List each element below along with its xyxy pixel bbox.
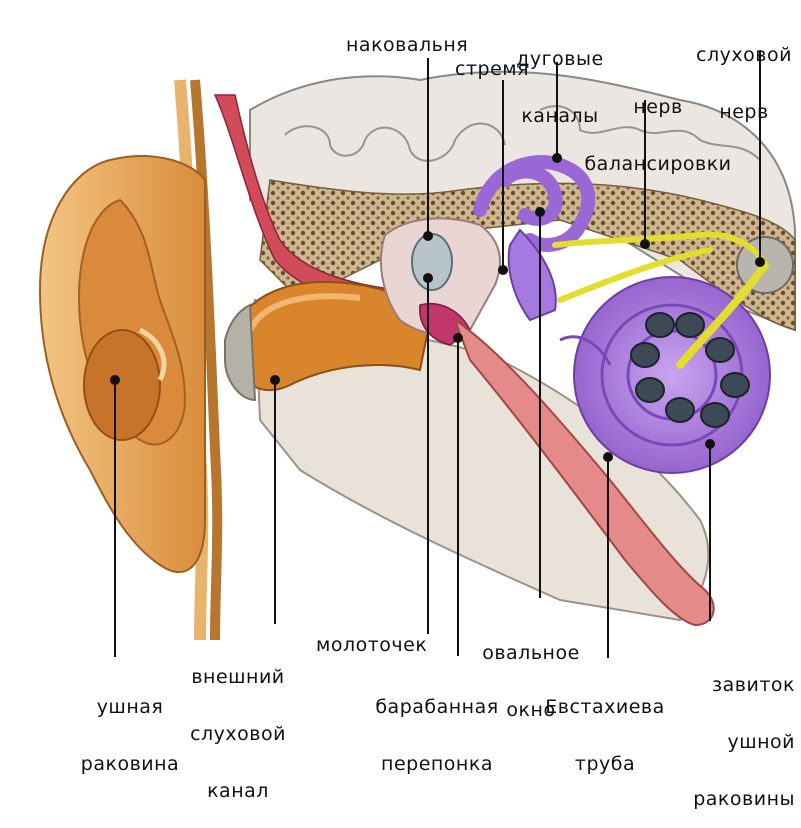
label-semicircular-canals: дуговые каналы xyxy=(500,12,620,145)
label-eardrum-line2: перепонка xyxy=(381,753,493,775)
label-cochlea-line1: завиток xyxy=(712,674,795,696)
label-eustachian-line1: Евстахиева xyxy=(545,696,665,718)
label-auricle-line2: раковина xyxy=(80,753,180,775)
eustachian-tube-shape xyxy=(452,317,715,627)
label-cochlea: завиток ушной раковины xyxy=(670,638,795,828)
label-balance-nerve-line1: нерв xyxy=(633,96,683,118)
label-eardrum-line1: барабанная xyxy=(375,696,499,718)
ear-anatomy-diagram: наковальня дуговые каналы слуховой нерв … xyxy=(38,8,800,809)
label-auditory-nerve-line2: нерв xyxy=(719,101,769,123)
balance-nerve-shape xyxy=(552,231,768,303)
label-semicircular-line1: дуговые xyxy=(516,48,604,70)
label-semicircular-line2: каналы xyxy=(521,105,599,127)
label-auditory-nerve-line1: слуховой xyxy=(696,44,792,66)
label-incus: наковальня xyxy=(346,34,469,56)
label-balance-nerve: нерв балансировки xyxy=(568,60,748,193)
label-cochlea-line3: раковины xyxy=(693,788,795,810)
label-oval-window-line1: овальное xyxy=(482,642,580,664)
ear-illustration xyxy=(38,50,796,658)
label-eustachian-line2: труба xyxy=(574,753,636,775)
label-external-canal-line1: внешний xyxy=(191,666,285,688)
cochlea-sections xyxy=(630,312,750,428)
label-auditory-nerve: слуховой нерв xyxy=(688,8,800,141)
label-balance-nerve-line2: балансировки xyxy=(584,153,732,175)
label-cochlea-line2: ушной xyxy=(727,731,795,753)
auditory-nerve-shape xyxy=(676,261,769,369)
label-auricle: ушная раковина xyxy=(60,660,200,793)
label-eardrum: барабанная перепонка xyxy=(362,660,512,793)
label-malleus: молоточек xyxy=(316,634,428,656)
label-auricle-line1: ушная xyxy=(96,696,164,718)
incus-bone xyxy=(411,233,453,291)
label-stapes: стремя xyxy=(455,58,530,80)
label-eustachian-tube: Евстахиева труба xyxy=(530,660,680,793)
external-canal-shape xyxy=(234,281,432,392)
leader-lines xyxy=(114,50,761,658)
